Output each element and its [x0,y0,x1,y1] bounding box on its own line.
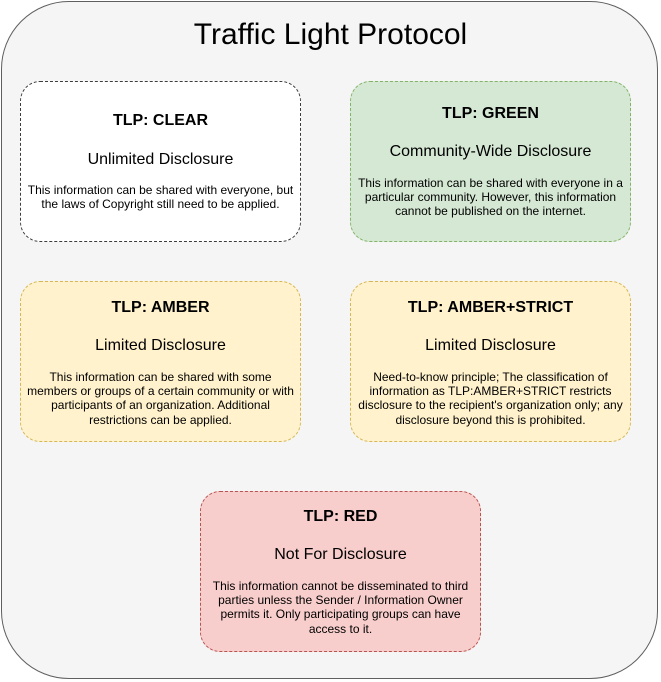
tlp-amber-strict-description: Need-to-know principle; The classificati… [358,370,623,427]
tlp-red-description: This information cannot be disseminated … [212,579,469,636]
tlp-red-title: TLP: RED [303,508,378,525]
diagram-title: Traffic Light Protocol [193,18,468,51]
tlp-clear-card: TLP: CLEAR Unlimited Disclosure This inf… [20,81,301,242]
tlp-amber-title: TLP: AMBER [111,299,210,316]
tlp-green-description: This information can be shared with ever… [358,176,623,219]
tlp-green-title: TLP: GREEN [442,105,539,122]
tlp-clear-subtitle: Unlimited Disclosure [87,151,234,168]
tlp-amber-strict-subtitle: Limited Disclosure [425,337,556,354]
tlp-amber-subtitle: Limited Disclosure [95,337,226,354]
tlp-red-subtitle: Not For Disclosure [274,546,407,563]
tlp-amber-strict-card: TLP: AMBER+STRICT Limited Disclosure Nee… [350,281,631,442]
tlp-clear-description: This information can be shared with ever… [27,183,294,212]
tlp-green-card: TLP: GREEN Community-Wide Disclosure Thi… [350,81,631,242]
tlp-red-card: TLP: RED Not For Disclosure This informa… [200,491,481,652]
tlp-clear-title: TLP: CLEAR [112,112,209,129]
tlp-amber-description: This information can be shared with some… [27,370,294,427]
tlp-amber-strict-title: TLP: AMBER+STRICT [407,299,574,316]
tlp-green-subtitle: Community-Wide Disclosure [389,143,592,160]
tlp-amber-card: TLP: AMBER Limited Disclosure This infor… [20,281,301,442]
